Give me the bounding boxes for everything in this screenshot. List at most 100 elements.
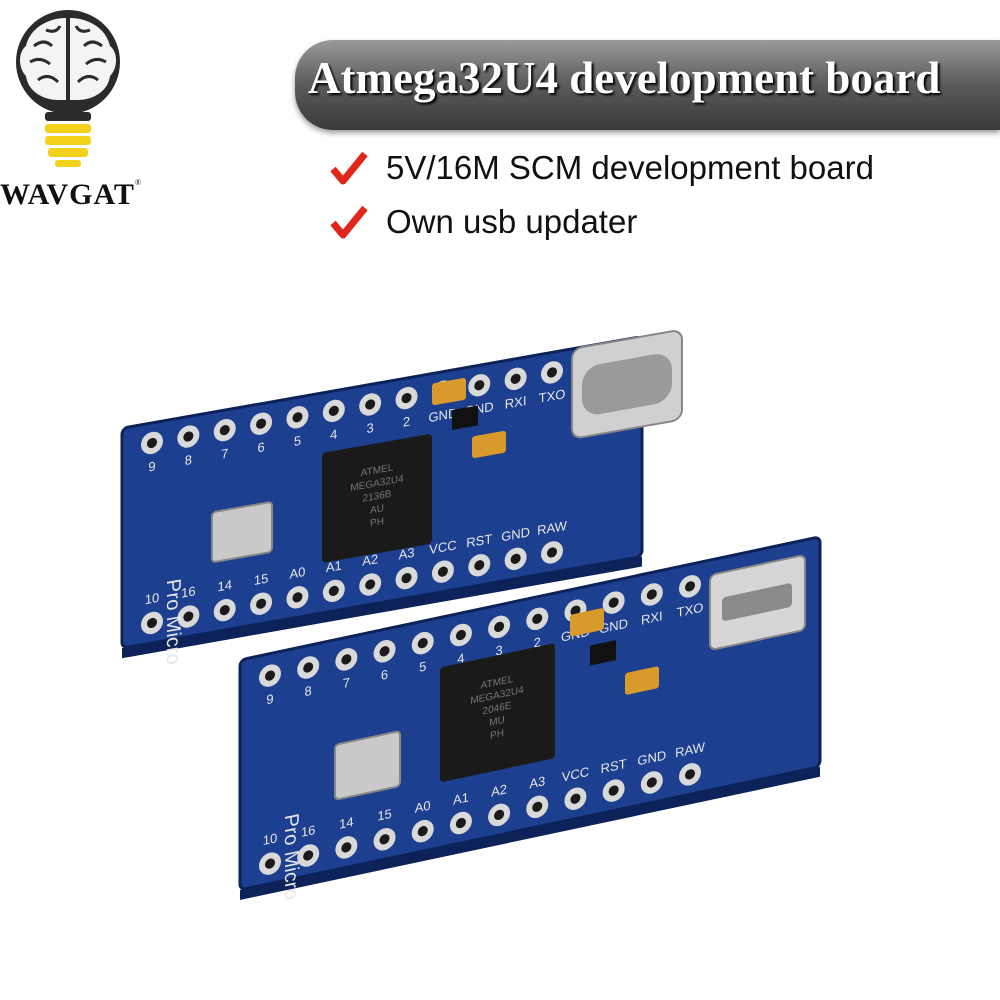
pin-hole bbox=[328, 585, 339, 596]
capacitor bbox=[570, 608, 604, 637]
pin-hole bbox=[455, 629, 466, 641]
pin-hole bbox=[474, 380, 485, 391]
micro-usb-connector bbox=[709, 555, 806, 650]
pin-label: GND bbox=[599, 616, 628, 637]
pin-label: 10 bbox=[145, 590, 159, 607]
pin-hole bbox=[547, 547, 557, 558]
registered-mark: ® bbox=[134, 178, 142, 187]
pin-label: RAW bbox=[537, 518, 567, 538]
pin-hole bbox=[183, 611, 194, 622]
pin-label: VCC bbox=[562, 764, 589, 785]
mcu-chip: ATMELMEGA32U42046EMUPH bbox=[440, 643, 555, 782]
pin-hole bbox=[494, 621, 505, 633]
pin-label: A1 bbox=[326, 558, 342, 576]
pin-label: 15 bbox=[377, 806, 391, 824]
pin-hole bbox=[265, 670, 275, 681]
checkmark-icon bbox=[330, 205, 368, 239]
pin-hole bbox=[303, 662, 314, 673]
pin-label: 9 bbox=[148, 458, 155, 474]
pin-hole bbox=[608, 597, 619, 608]
capacitor bbox=[625, 666, 659, 695]
pin-label: 16 bbox=[301, 822, 315, 840]
pin-hole bbox=[303, 850, 314, 861]
pin-hole bbox=[455, 817, 466, 829]
feature-text: 5V/16M SCM development board bbox=[386, 149, 874, 186]
brain-bulb-icon bbox=[16, 10, 120, 167]
chip-label: ATMELMEGA32U42136BAUPH bbox=[350, 461, 404, 533]
pin-hole bbox=[379, 834, 390, 845]
board-name: Pro Micro bbox=[162, 577, 184, 666]
pin-label: A2 bbox=[362, 551, 378, 569]
pin-label: A3 bbox=[529, 773, 545, 791]
pin-label: A1 bbox=[453, 789, 469, 807]
pin-hole bbox=[532, 613, 543, 624]
pin-label: RXI bbox=[505, 393, 527, 412]
pin-label: 8 bbox=[305, 683, 312, 699]
pin-label: 14 bbox=[217, 577, 231, 594]
pin-hole bbox=[341, 842, 352, 853]
pin-hole bbox=[417, 638, 428, 649]
pin-label: 9 bbox=[266, 691, 273, 707]
capacitor bbox=[472, 431, 506, 459]
pin-hole bbox=[219, 605, 230, 616]
pin-label: 4 bbox=[330, 426, 337, 442]
pin-hole bbox=[401, 572, 412, 584]
pin-label: 6 bbox=[257, 439, 264, 455]
pin-label: 14 bbox=[339, 814, 353, 832]
pin-label: 3 bbox=[495, 642, 502, 658]
brand-name: WAVGAT® bbox=[0, 178, 142, 212]
pin-label: RST bbox=[601, 756, 627, 776]
pin-hole bbox=[341, 654, 352, 665]
pin-hole bbox=[510, 553, 521, 564]
pin-hole bbox=[379, 646, 390, 657]
pin-hole bbox=[219, 425, 230, 436]
feature-text: Own usb updater bbox=[386, 203, 638, 240]
pin-hole bbox=[685, 769, 695, 780]
pin-label: 5 bbox=[419, 659, 426, 675]
pin-label: VCC bbox=[429, 537, 456, 557]
pin-hole bbox=[265, 858, 275, 869]
pin-label: TXO bbox=[677, 600, 704, 621]
pin-hole bbox=[365, 579, 376, 590]
pin-hole bbox=[646, 589, 657, 600]
chip-text-line: PH bbox=[370, 516, 384, 529]
pin-label: A0 bbox=[290, 564, 306, 582]
chip-text-line: MU bbox=[489, 715, 505, 729]
pin-label: 16 bbox=[181, 583, 195, 600]
brand-text: WAVGAT bbox=[0, 178, 135, 211]
pin-label: 15 bbox=[254, 571, 268, 588]
usb-c-connector bbox=[571, 330, 683, 439]
pin-label: 7 bbox=[343, 675, 350, 691]
wavgat-logo bbox=[16, 10, 120, 167]
pin-hole bbox=[532, 801, 543, 812]
pin-label: A3 bbox=[399, 545, 415, 563]
checkmark-icon bbox=[330, 151, 368, 185]
pin-hole bbox=[292, 412, 303, 423]
pin-hole bbox=[183, 431, 194, 442]
feature-item: 5V/16M SCM development board bbox=[330, 148, 874, 188]
chip-text-line: PH bbox=[490, 728, 504, 742]
pin-label: 10 bbox=[263, 830, 277, 848]
pin-label: A0 bbox=[415, 798, 431, 816]
pin-label: 7 bbox=[221, 446, 228, 462]
pin-hole bbox=[292, 592, 303, 603]
pin-row-bottom: RAW GND RST VCC A3 A2 A1 A0 15 14 16 10 bbox=[141, 518, 568, 635]
pin-label: 6 bbox=[381, 667, 388, 683]
pin-label: 2 bbox=[534, 634, 541, 650]
pin-label: RST bbox=[466, 531, 492, 550]
pin-hole bbox=[365, 399, 376, 410]
pin-label: GND bbox=[501, 524, 530, 544]
pin-label: A2 bbox=[491, 781, 507, 799]
capacitor bbox=[432, 378, 466, 406]
chip-text-line: 2136B bbox=[363, 489, 392, 505]
pin-hole bbox=[328, 405, 339, 416]
feature-item: Own usb updater bbox=[330, 202, 637, 242]
pin-hole bbox=[437, 566, 448, 577]
crystal bbox=[211, 501, 273, 563]
regulator bbox=[452, 405, 478, 431]
pin-hole bbox=[547, 367, 557, 378]
pin-hole bbox=[510, 373, 521, 384]
boards-illustration: TXO RXI GND GND 2 3 4 5 6 7 8 9 RAW GND RST VCC A3 A2 A1 A… bbox=[120, 330, 822, 902]
